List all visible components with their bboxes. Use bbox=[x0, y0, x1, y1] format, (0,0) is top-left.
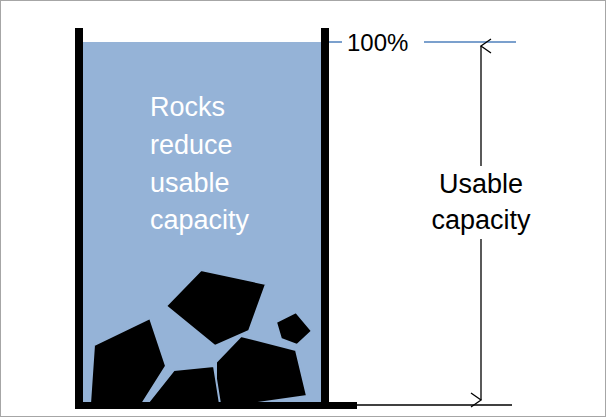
tank-wall bbox=[75, 28, 83, 408]
water-fill bbox=[82, 42, 322, 406]
base-line bbox=[355, 404, 512, 406]
dimension-label: Usable capacity bbox=[427, 166, 535, 239]
tank-water: Rocks reduce usable capacity bbox=[83, 42, 321, 404]
tank-note: Rocks reduce usable capacity bbox=[150, 89, 264, 240]
rocks bbox=[90, 270, 312, 404]
level-label: 100% bbox=[345, 27, 410, 59]
level-line bbox=[329, 41, 342, 43]
level-line bbox=[424, 41, 516, 43]
tank-bottom bbox=[75, 402, 357, 409]
tank-wall bbox=[321, 28, 329, 408]
